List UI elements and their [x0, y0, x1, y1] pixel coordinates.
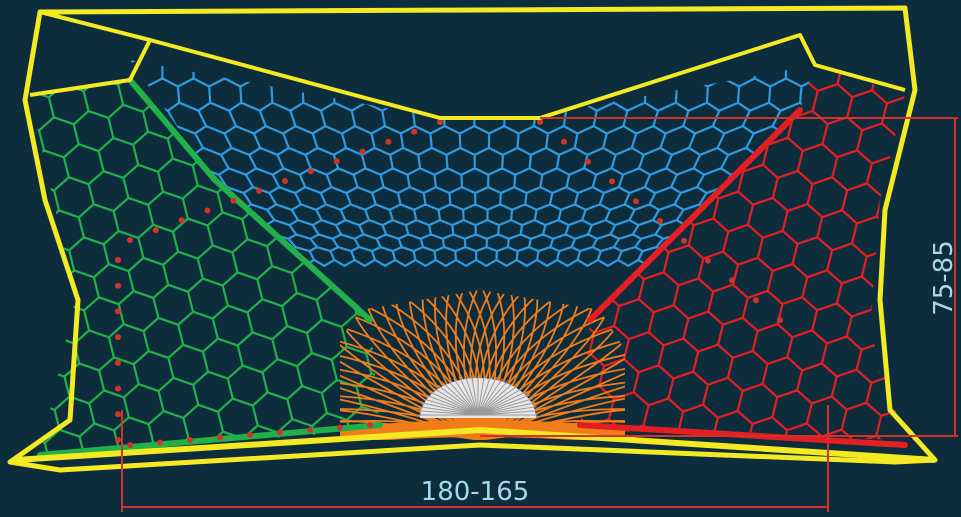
seam-dot	[307, 427, 313, 433]
seam-dot	[333, 158, 340, 165]
seam-dot	[115, 411, 121, 418]
seam-dot	[187, 437, 193, 443]
seam-dot	[537, 119, 543, 125]
seam-dot	[437, 119, 443, 125]
mesh-region-core	[418, 375, 538, 418]
seam-dot	[178, 217, 185, 224]
seam-dot	[367, 422, 373, 428]
seam-dot	[127, 442, 133, 448]
seam-dot	[157, 439, 163, 446]
seam-dot	[609, 178, 615, 185]
seam-right-top	[587, 107, 803, 323]
seam-left-bottom	[37, 422, 383, 458]
seam-dot	[561, 138, 567, 145]
dimension-vertical: 75-85	[480, 117, 959, 437]
seam-dot	[633, 198, 639, 205]
seam-dot	[337, 424, 343, 431]
seam-dot	[359, 148, 366, 155]
seam-dot	[247, 432, 253, 438]
outer-frame	[7, 5, 938, 473]
seam-dot	[115, 257, 121, 263]
seam-dot	[777, 317, 783, 323]
seam-dot	[127, 237, 133, 243]
seam-dot	[705, 257, 711, 264]
seam-dot	[115, 308, 121, 315]
dimension-horizontal-label: 180-165	[421, 477, 530, 507]
seam-dot	[282, 178, 288, 184]
seam-dot	[217, 434, 223, 441]
seam-dot	[729, 277, 735, 284]
seam-dot	[115, 282, 121, 289]
seam-dot	[681, 237, 687, 244]
mesh-region-top	[130, 60, 815, 268]
seam-dots	[115, 119, 783, 448]
dimension-vertical-label: 75-85	[929, 240, 959, 316]
frame-bottom-band	[14, 426, 936, 463]
seam-dot	[230, 197, 237, 204]
frame-inner-edge	[29, 10, 906, 120]
seam-dot	[411, 128, 418, 135]
seam-dot	[256, 187, 263, 194]
seam-dot	[115, 437, 121, 443]
seam-dot	[115, 334, 121, 341]
core-spokes	[418, 375, 538, 416]
seam-dot	[585, 158, 591, 165]
seam-dot	[385, 138, 392, 145]
seam-dot	[657, 218, 663, 224]
dimension-horizontal: 180-165	[121, 405, 829, 512]
seam-dot	[152, 227, 159, 234]
seam-dot	[307, 168, 314, 175]
seam-dot	[753, 297, 759, 304]
seam-dot	[115, 359, 121, 366]
seam-dot	[277, 429, 283, 436]
top-hex-mesh	[130, 60, 815, 268]
seam-dot	[115, 385, 121, 392]
seam-dot	[204, 207, 211, 214]
seam-left-top	[127, 77, 373, 323]
